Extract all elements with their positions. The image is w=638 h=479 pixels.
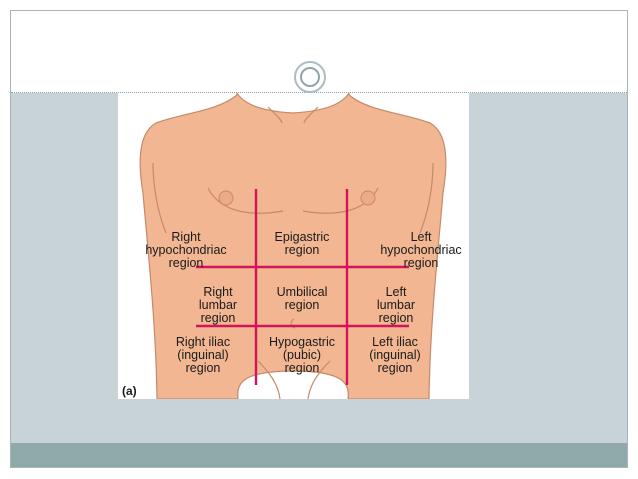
circle-ornament-icon <box>294 61 326 93</box>
torso-illustration <box>139 93 447 399</box>
header-divider <box>11 92 627 93</box>
left-arm-crease <box>419 162 434 234</box>
groin-line-left <box>307 360 331 399</box>
right-arm-crease <box>152 162 167 234</box>
groin-line-right <box>257 360 281 399</box>
right-neck-line <box>303 106 319 124</box>
label-hypogastric: Hypogastric (pubic) region <box>269 335 335 375</box>
label-right-hypochondriac: Right hypochondriac region <box>145 230 227 270</box>
right-nipple <box>218 190 234 206</box>
label-right-iliac: Right iliac (inguinal) region <box>175 335 231 375</box>
slide-footer-bar <box>11 443 627 467</box>
navel <box>290 318 296 329</box>
region-grid-lines <box>196 189 409 385</box>
label-left-iliac: Left iliac (inguinal) region <box>369 335 421 375</box>
label-left-lumbar: Left lumbar region <box>376 285 416 325</box>
panel-label: (a) <box>122 384 137 398</box>
left-nipple <box>360 190 376 206</box>
abdominal-regions-figure: Right hypochondriac region Epigastric re… <box>118 93 469 399</box>
chest-line-right <box>207 187 284 214</box>
label-epigastric: Epigastric region <box>274 230 330 257</box>
torso-silhouette <box>139 93 447 399</box>
left-neck-line <box>267 106 283 124</box>
label-right-lumbar: Right lumbar region <box>198 285 238 325</box>
label-umbilical: Umbilical region <box>276 285 328 312</box>
label-left-hypochondriac: Left hypochondriac region <box>380 230 462 270</box>
chest-line-left <box>302 187 379 214</box>
